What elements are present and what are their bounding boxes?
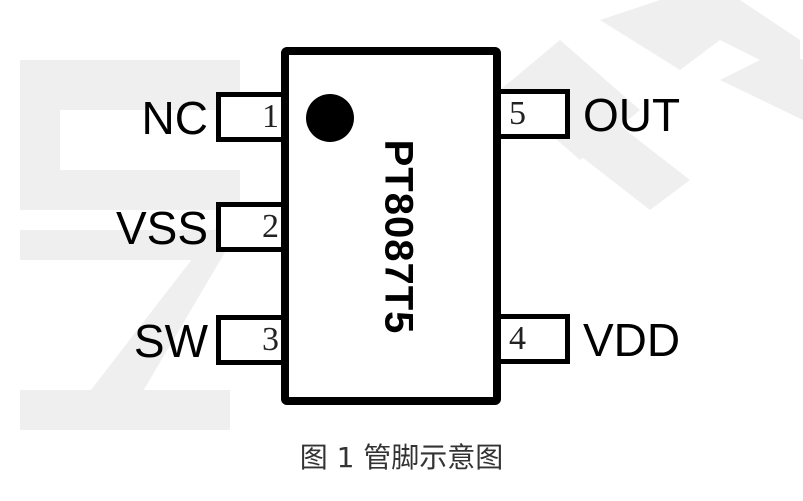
pin-5-number: 5 (509, 95, 526, 132)
pin-2-name: VSS (115, 202, 208, 254)
figure-caption: 图 1 管脚示意图 (299, 441, 504, 474)
pin-5-box: 5 (494, 89, 570, 139)
pin-5-name: OUT (583, 89, 681, 141)
pin-4-name: VDD (583, 314, 681, 366)
pin-2-box: 2 (216, 202, 292, 252)
pin-4-number: 4 (509, 320, 526, 357)
pin-1-number: 1 (262, 98, 279, 135)
pin-1-name: NC (141, 92, 208, 144)
pin-1-marker-dot (306, 94, 354, 142)
part-number-label: PT8087T5 (376, 139, 421, 335)
pin-3-number: 3 (262, 321, 279, 358)
pin-2-number: 2 (262, 208, 279, 245)
pin-1-box: 1 (216, 92, 292, 142)
pin-4-box: 4 (494, 314, 570, 364)
pin-3-name: SW (133, 315, 208, 367)
